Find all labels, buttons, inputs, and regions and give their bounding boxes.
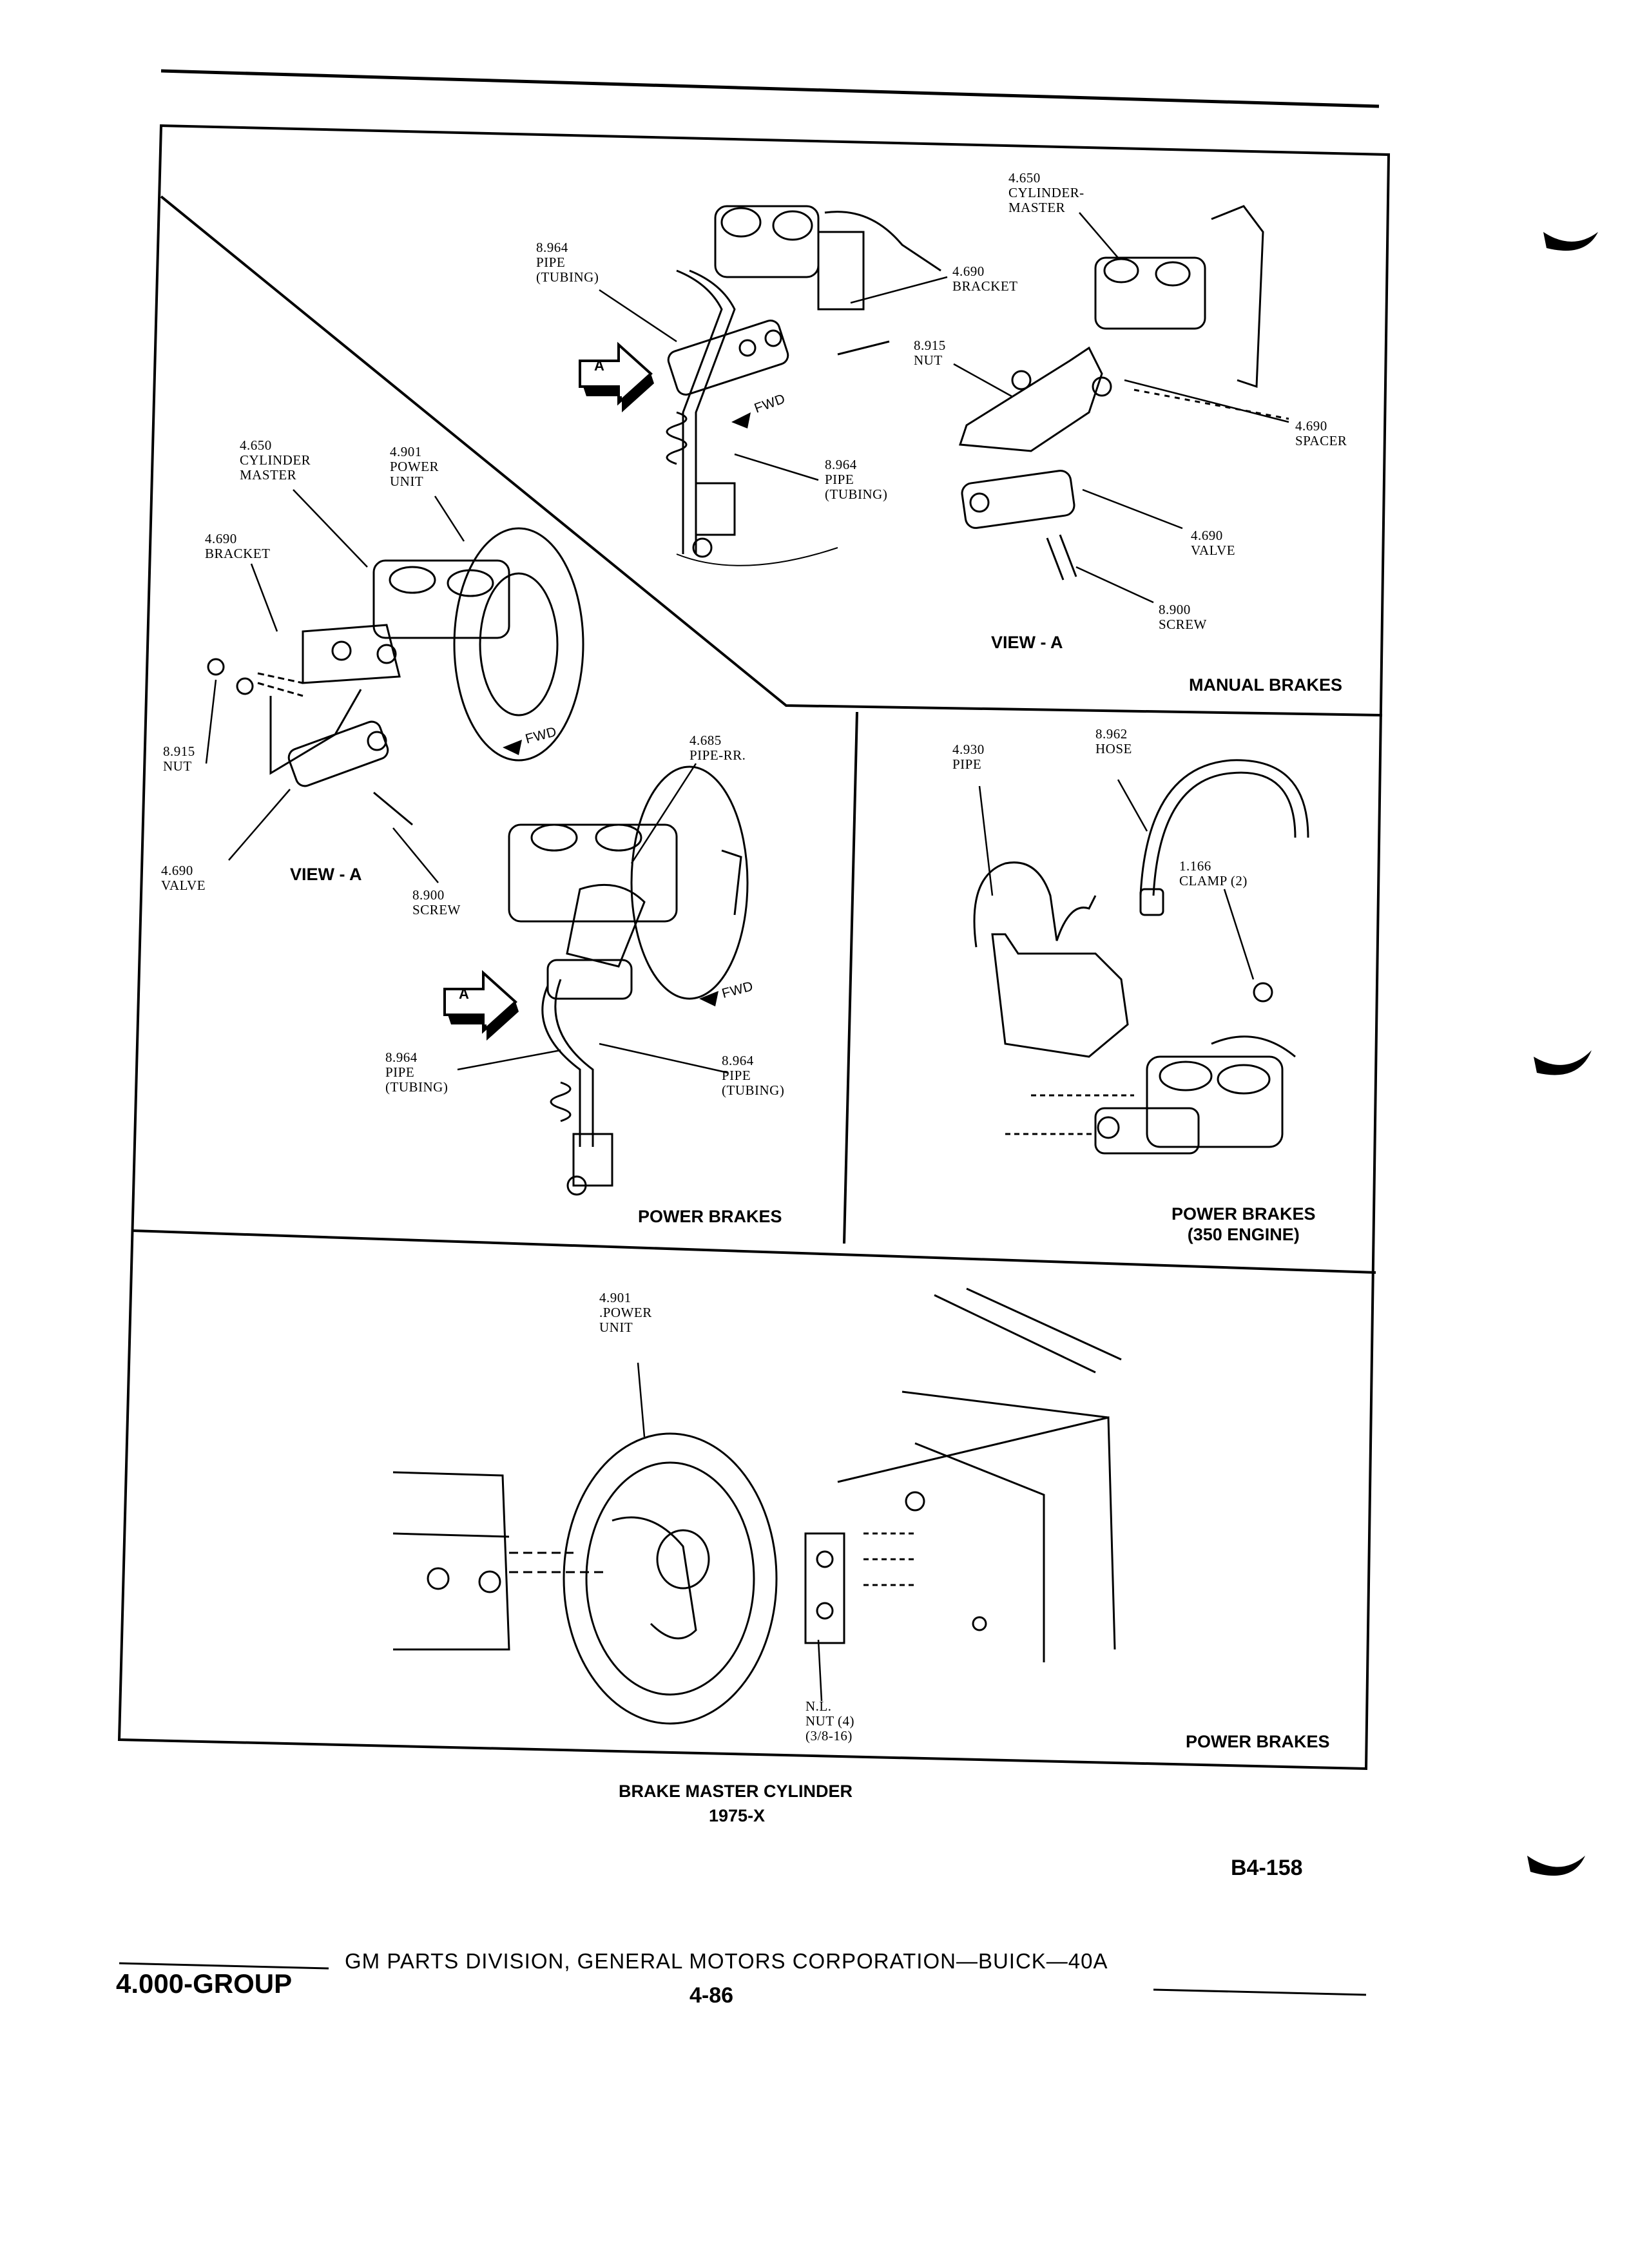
label-bottom-power-unit: 4.901 .POWER UNIT: [599, 1290, 652, 1335]
manual-fwd-arrow: [731, 412, 751, 428]
label-manual-pipe-lower: 8.964 PIPE (TUBING): [825, 457, 888, 502]
bottom-leader-lines: [637, 1362, 823, 1702]
engine-350-drawing: [973, 759, 1309, 1155]
figure-title: BRAKE MASTER CYLINDER: [619, 1782, 853, 1801]
bottom-booster-drawing: [392, 1287, 1122, 1725]
label-manual-nut: 8.915 NUT: [914, 338, 946, 368]
manual-brakes-caption: MANUAL BRAKES: [1189, 675, 1343, 695]
label-350-pipe: 4.930 PIPE: [952, 742, 985, 772]
label-manual-pipe-top: 8.964 PIPE (TUBING): [536, 240, 599, 285]
power-bottom-caption: POWER BRAKES: [1186, 1732, 1330, 1751]
manual-arrow-a-letter: A: [594, 358, 604, 374]
outer-frame: [117, 124, 1391, 1771]
label-power-pipe-right: 8.964 PIPE (TUBING): [722, 1053, 785, 1098]
manual-master-cylinder-drawing: [666, 205, 941, 566]
label-power-screw: 8.900 SCREW: [412, 887, 461, 918]
footer-group: 4.000-GROUP: [116, 1968, 293, 1999]
power-left-fwd-arrow-upper: [503, 740, 522, 755]
label-bottom-nut: N.L. NUT (4) (3/8-16): [805, 1698, 855, 1744]
power-left-leader-lines: [205, 489, 729, 1074]
engine-350-leader-lines: [978, 779, 1255, 980]
top-rule: [160, 69, 1380, 108]
margin-punch-mark-1: [1543, 232, 1598, 251]
lower-panel-divider: [131, 1229, 1376, 1274]
power-left-caption: POWER BRAKES: [638, 1207, 782, 1226]
power-left-arrow-a-letter: A: [459, 986, 469, 1002]
power-350-caption: POWER BRAKES (350 ENGINE): [1171, 1204, 1316, 1244]
power-left-view-a-label: VIEW - A: [290, 865, 362, 884]
power-left-view-a-arrow: [443, 970, 519, 1041]
label-power-nut: 8.915 NUT: [163, 744, 195, 774]
label-350-hose: 8.962 HOSE: [1095, 726, 1132, 756]
footer-page-number: 4-86: [689, 1983, 734, 2008]
manual-leader-lines: [599, 212, 1289, 604]
middle-vertical-divider: [843, 711, 858, 1244]
footer-division: GM PARTS DIVISION, GENERAL MOTORS CORPOR…: [345, 1949, 1108, 1973]
label-power-pipe-rr: 4.685 PIPE-RR.: [689, 733, 746, 763]
margin-punch-mark-2: [1534, 1050, 1592, 1075]
label-power-valve: 4.690 VALVE: [161, 863, 206, 893]
manual-panel-divider: [160, 195, 1383, 716]
label-manual-valve: 4.690 VALVE: [1191, 528, 1236, 558]
label-power-unit: 4.901 POWER UNIT: [390, 444, 439, 489]
manual-view-a-arrow: [579, 341, 654, 412]
figure-code: B4-158: [1231, 1856, 1303, 1880]
manual-view-a-drawing: [958, 205, 1289, 581]
figure-year: 1975-X: [709, 1806, 766, 1825]
power-left-fwd-arrow-lower: [699, 991, 718, 1006]
power-left-booster-drawing: [207, 527, 584, 826]
label-manual-cylinder-master: 4.650 CYLINDER- MASTER: [1008, 170, 1084, 215]
label-manual-spacer: 4.690 SPACER: [1295, 418, 1347, 448]
margin-punch-mark-3: [1527, 1856, 1585, 1876]
label-manual-bracket: 4.690 BRACKET: [952, 264, 1018, 294]
label-manual-screw: 8.900 SCREW: [1159, 602, 1207, 632]
manual-view-a-label: VIEW - A: [991, 633, 1063, 652]
label-power-pipe-left: 8.964 PIPE (TUBING): [385, 1050, 448, 1095]
footer-rule-right: [1153, 1988, 1367, 1996]
label-power-bracket: 4.690 BRACKET: [205, 531, 271, 561]
power-left-lower-drawing: [508, 765, 749, 1196]
label-power-cylinder-master: 4.650 CYLINDER MASTER: [240, 437, 311, 483]
footer-rule-left: [119, 1962, 329, 1970]
label-350-clamp: 1.166 CLAMP (2): [1179, 858, 1248, 889]
